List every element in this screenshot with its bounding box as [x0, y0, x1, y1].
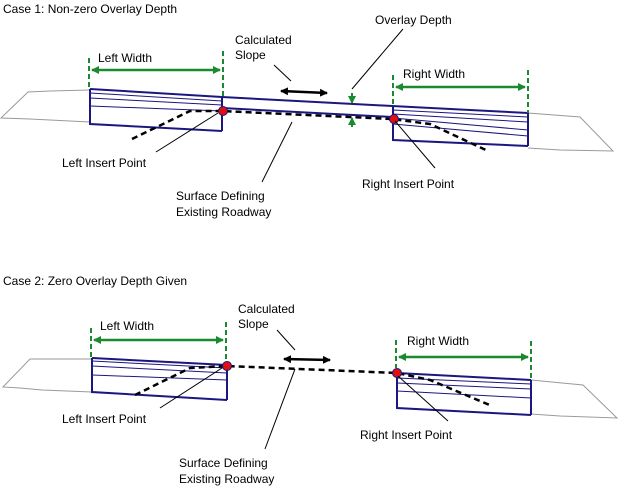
case-2-left-insert-leader: [159, 367, 223, 409]
case-1-right-overlay-block: [391, 105, 529, 147]
case-2-right-insert-label: Right Insert Point: [360, 428, 453, 442]
case-1-surface-label-line2: Existing Roadway: [176, 205, 271, 219]
case-1-surface-label-line1: Surface Defining: [176, 189, 265, 203]
case-1-overlay-top: [221, 96, 393, 107]
case-2-title: Case 2: Zero Overlay Depth Given: [3, 274, 187, 288]
case-2-left-overlay-block: [91, 357, 228, 401]
case-1-left-insert-leader: [155, 112, 219, 153]
case-1-left-shoulder: [0, 89, 91, 123]
case-1-surface-leader: [261, 121, 293, 183]
case-2-slope-arrow: [283, 355, 331, 364]
case-2-right-width-label: Right Width: [407, 334, 469, 348]
case-1-left-width-label: Left Width: [98, 51, 152, 65]
case-1-existing-surface: [131, 109, 489, 153]
case-2-left-insert-label: Left Insert Point: [62, 412, 147, 426]
case-1-left-insert-label: Left Insert Point: [62, 156, 147, 170]
case-1-right-width-dimension: [392, 70, 529, 113]
case-1-right-shoulder: [527, 112, 615, 152]
case-2-right-insert-leader: [397, 375, 449, 422]
case-2-left-shoulder: [1, 358, 93, 393]
case-1-overlay-bottom: [221, 107, 393, 118]
case-1-slope-label-line2: Slope: [235, 48, 266, 62]
case-1-left-overlay-block: [89, 88, 223, 132]
case-1-left-width-dimension: [88, 51, 224, 97]
case-2-surface-label-line1: Surface Defining: [179, 456, 268, 470]
case-2-left-insert-point: [222, 361, 232, 371]
case-1-left-insert-point: [218, 106, 228, 116]
case-2-slope-label-line2: Slope: [238, 317, 269, 331]
case-2-surface-leader: [264, 368, 296, 450]
case-1-title: Case 1: Non-zero Overlay Depth: [3, 2, 177, 16]
case-1-diagram: Case 1: Non-zero Overlay Depth: [0, 2, 615, 219]
case-2-slope-leader: [276, 329, 296, 351]
case-2-existing-surface: [134, 364, 493, 408]
case-1-right-insert-label: Right Insert Point: [362, 177, 455, 191]
case-2-right-insert-point: [392, 368, 402, 378]
case-1-overlay-depth-label: Overlay Depth: [375, 13, 452, 27]
case-1-slope-arrow: [280, 87, 328, 97]
case-2-right-width-dimension: [395, 340, 532, 380]
case-2-surface-label-line2: Existing Roadway: [179, 472, 274, 486]
case-2-right-overlay-block: [396, 372, 532, 416]
case-2-right-shoulder: [530, 379, 619, 419]
case-1-right-width-label: Right Width: [403, 67, 465, 81]
case-1-right-insert-point: [389, 114, 399, 124]
case-1-right-insert-leader: [394, 120, 436, 169]
case-2-slope-label-line1: Calculated: [238, 302, 295, 316]
case-1-slope-leader: [273, 64, 292, 82]
case-2-diagram: Case 2: Zero Overlay Depth Given: [1, 274, 619, 486]
case-2-left-width-label: Left Width: [100, 319, 154, 333]
case-2-left-width-dimension: [90, 322, 227, 362]
case-1-slope-label-line1: Calculated: [235, 33, 292, 47]
case-1-overlay-depth-leader: [351, 28, 404, 90]
